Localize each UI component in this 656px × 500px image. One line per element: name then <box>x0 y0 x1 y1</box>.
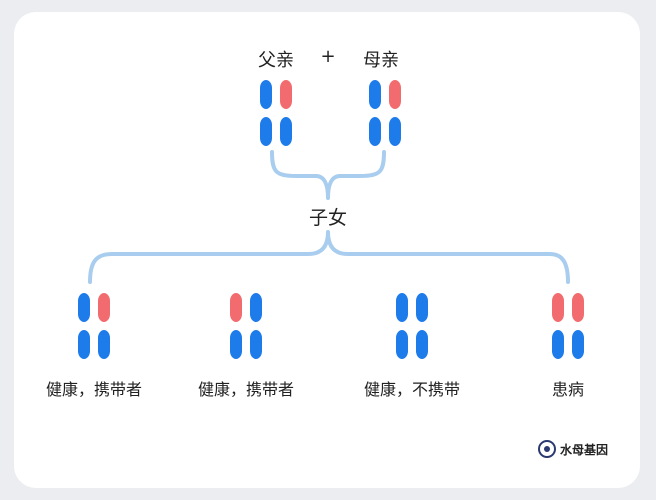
father-chromosomes-upper-1 <box>260 80 272 109</box>
mother-chromosomes-upper-2 <box>389 80 401 109</box>
offspring-chromosomes-1-upper-2 <box>98 293 110 322</box>
offspring-chromosomes-2-lower-2 <box>250 330 262 359</box>
offspring-chromosomes-3-lower-1 <box>396 330 408 359</box>
offspring-chromosomes-3-lower-2 <box>416 330 428 359</box>
offspring-chromosomes-1-lower-2 <box>98 330 110 359</box>
father-chromosomes-lower-2 <box>280 117 292 146</box>
offspring-chromosomes-2-upper-2 <box>250 293 262 322</box>
children-label: 子女 <box>308 207 348 229</box>
mother-chromosomes-lower-1 <box>369 117 381 146</box>
child-to-offspring-bracket <box>88 230 570 284</box>
offspring-label-4: 患病 <box>551 380 585 399</box>
parents-to-child-bracket <box>270 150 386 200</box>
offspring-chromosomes-4-lower-1 <box>552 330 564 359</box>
offspring-chromosomes-2-lower-1 <box>230 330 242 359</box>
offspring-label-3: 健康，不携带 <box>363 380 461 399</box>
offspring-chromosomes-2-upper-1 <box>230 293 242 322</box>
offspring-chromosomes-3-upper-2 <box>416 293 428 322</box>
father-chromosomes-upper-2 <box>280 80 292 109</box>
diagram-card <box>14 12 640 488</box>
offspring-chromosomes-1-upper-1 <box>78 293 90 322</box>
brand-name: 水母基因 <box>560 442 609 457</box>
father-label: 父亲 <box>258 50 294 71</box>
brand-watermark: 水母基因 <box>538 440 608 458</box>
offspring-label-2: 健康，携带者 <box>197 380 295 399</box>
offspring-chromosomes-4-lower-2 <box>572 330 584 359</box>
father-chromosomes-lower-1 <box>260 117 272 146</box>
offspring-chromosomes-4-upper-2 <box>572 293 584 322</box>
mother-chromosomes-lower-2 <box>389 117 401 146</box>
mother-chromosomes-upper-1 <box>369 80 381 109</box>
offspring-chromosomes-1-lower-1 <box>78 330 90 359</box>
offspring-chromosomes-3-upper-1 <box>396 293 408 322</box>
jellyfish-logo-icon <box>538 440 556 458</box>
mother-label: 母亲 <box>363 50 399 71</box>
offspring-label-1: 健康，携带者 <box>45 380 143 399</box>
offspring-chromosomes-4-upper-1 <box>552 293 564 322</box>
plus-sign: + <box>320 46 336 67</box>
